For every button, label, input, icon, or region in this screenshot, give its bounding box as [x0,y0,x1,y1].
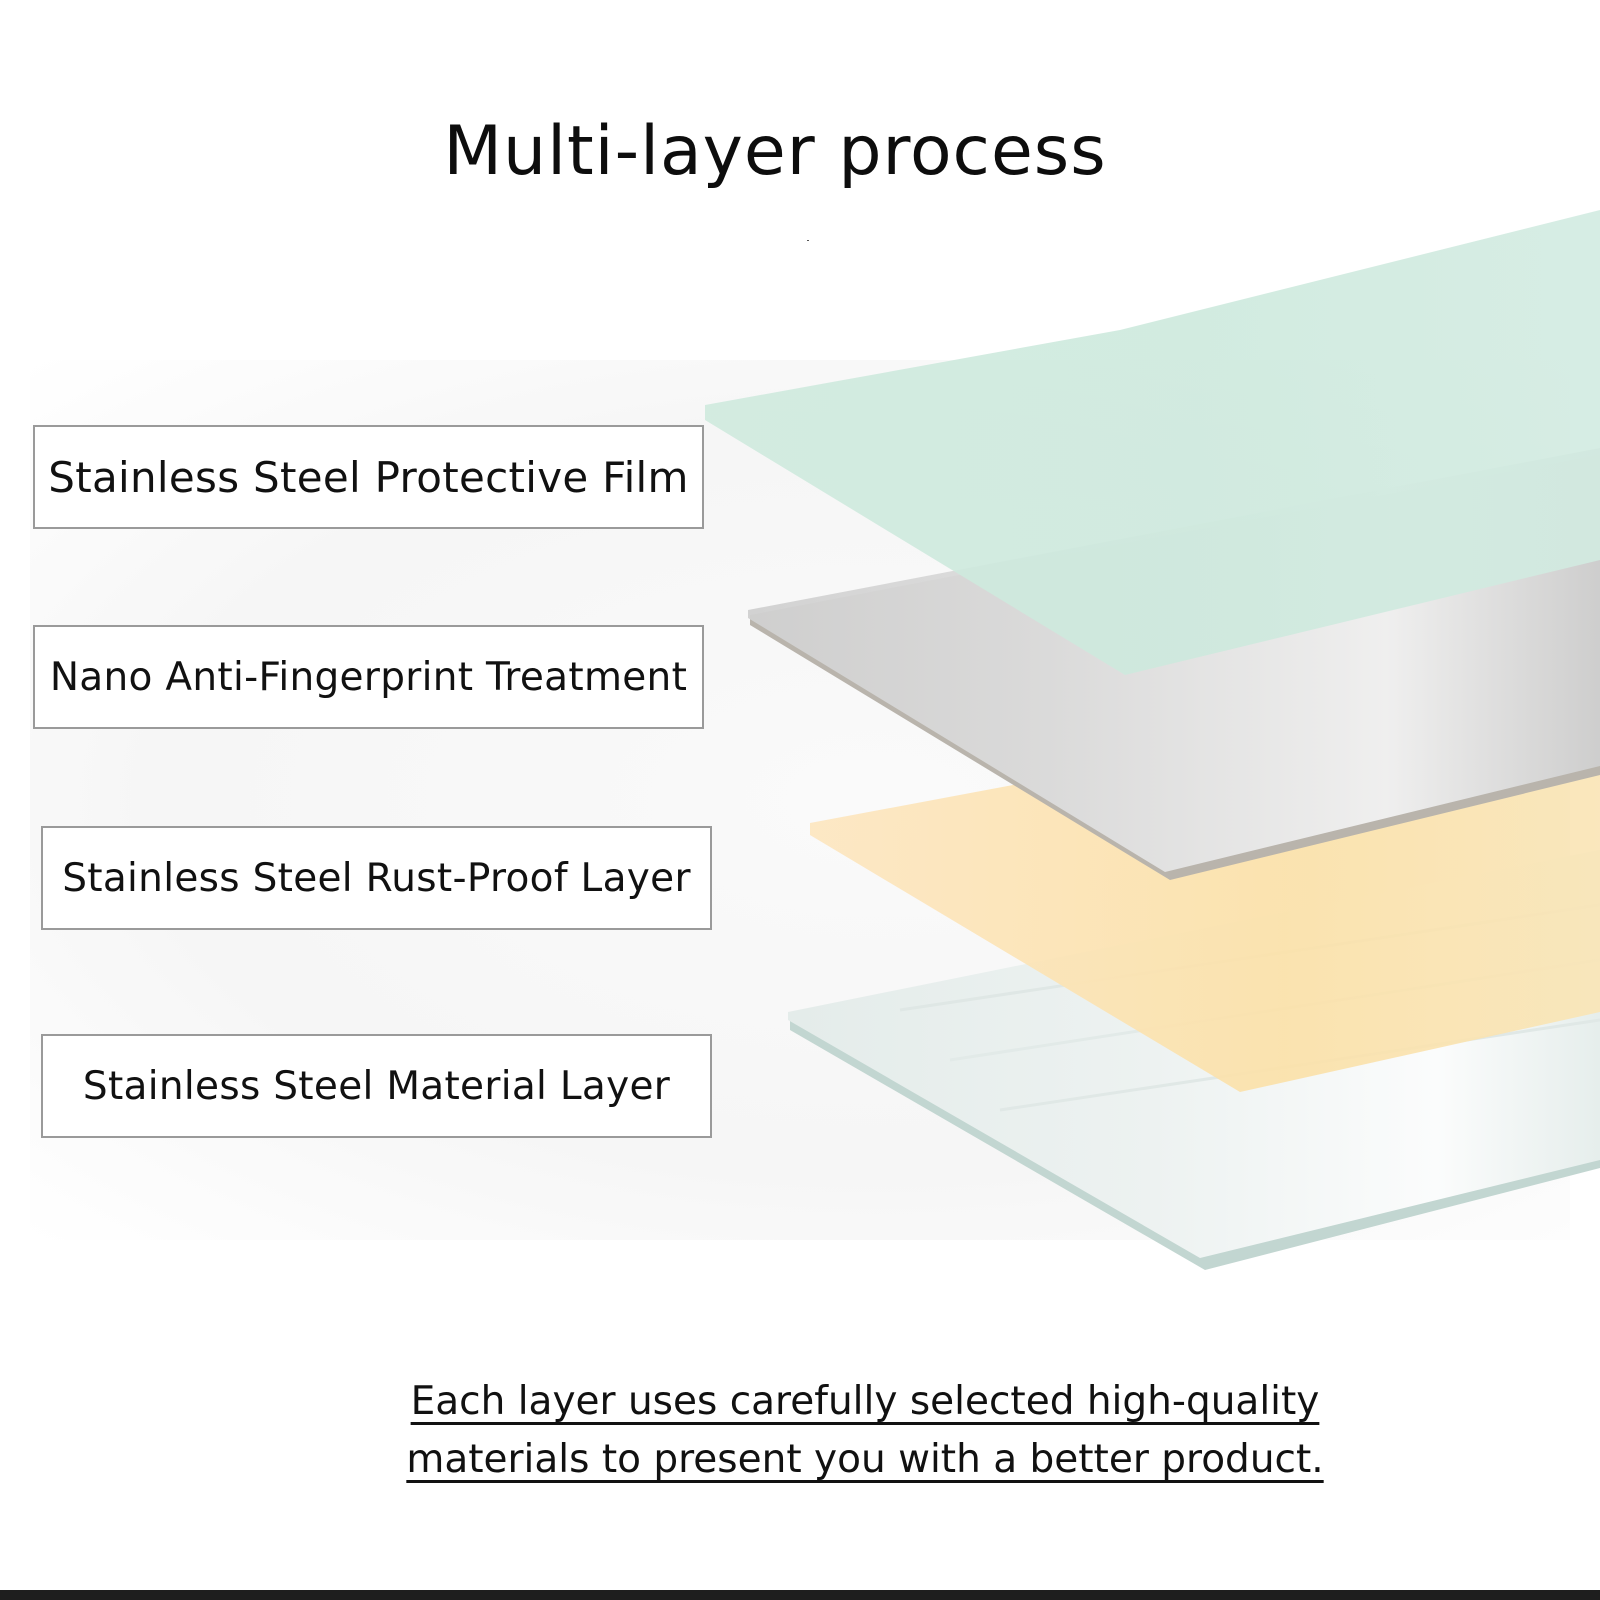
layer-label-protective-film: Stainless Steel Protective Film [33,425,704,529]
layer-label-anti-fingerprint: Nano Anti-Fingerprint Treatment [33,625,704,729]
layer-label-rust-proof: Stainless Steel Rust-Proof Layer [41,826,712,930]
caption-line-2: materials to present you with a better p… [406,1437,1324,1482]
caption: Each layer uses carefully selected high-… [380,1373,1350,1489]
plate-protective-film [705,210,1600,675]
caption-line-1: Each layer uses carefully selected high-… [410,1379,1320,1424]
page-title: Multi-layer process [443,112,1107,191]
bottom-bar [0,1590,1600,1600]
stray-dot [807,240,809,241]
layer-label-material: Stainless Steel Material Layer [41,1034,712,1138]
